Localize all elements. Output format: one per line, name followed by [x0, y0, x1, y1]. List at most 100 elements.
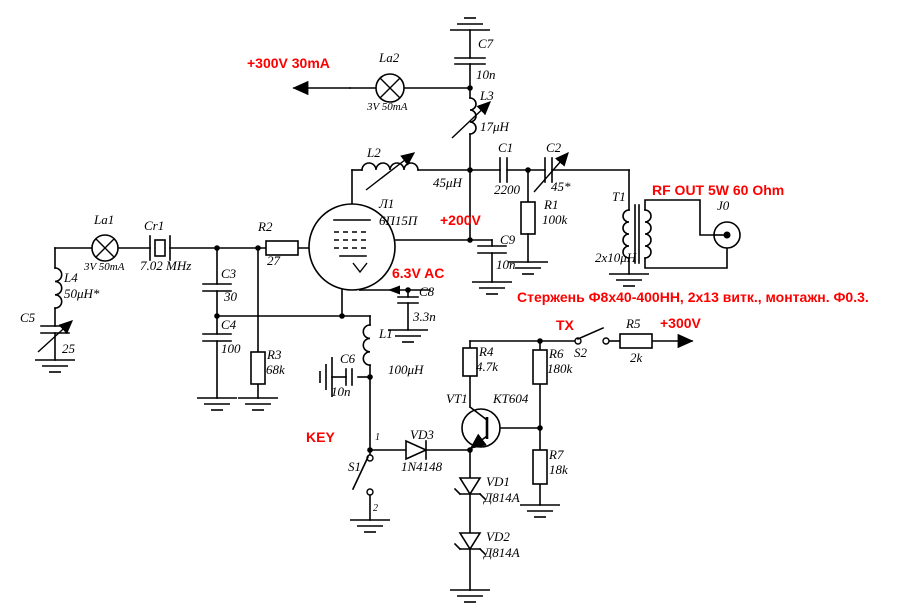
l3-ref-label: L3 [479, 88, 494, 103]
heater-arrow-icon [388, 285, 400, 295]
capacitor-c1: C1 2200 [494, 140, 521, 197]
s1-pin2-label: 2 [373, 503, 378, 514]
capacitor-c8: C8 3.3n [397, 284, 436, 324]
ground-icon [34, 359, 76, 373]
c7-value-label: 10n [476, 67, 496, 82]
capacitor-c3: C3 30 [202, 266, 238, 304]
la2-value-label: 3V 50mA [366, 101, 408, 113]
s1-ref-label: S1 [348, 459, 361, 474]
ground-icon [449, 589, 491, 603]
annotation-supply-tx: +300V [660, 315, 702, 331]
lamp-la2: La2 3V 50mA [366, 50, 408, 113]
c1-ref-label: C1 [498, 140, 513, 155]
choke-l1: L1 100μH [362, 324, 424, 377]
vt1-value-label: КТ604 [492, 391, 529, 406]
circuit-wires [54, 29, 728, 591]
c3-value-label: 30 [223, 289, 238, 304]
ground-icon [196, 397, 238, 411]
annotation-heater: 6.3V AC [392, 265, 444, 281]
ground-icon [237, 397, 279, 411]
key-switch-s1: S1 1 2 [348, 432, 380, 514]
la2-ref-label: La2 [378, 50, 400, 65]
ground-icon [387, 329, 429, 343]
zener-vd1: VD1 Д814А [453, 474, 520, 505]
transformer-t1: T1 2x10μH [595, 189, 652, 265]
annotation-rf-out: RF OUT 5W 60 Ohm [652, 182, 784, 198]
c4-ref-label: C4 [221, 317, 237, 332]
resistor-r5: R5 2k [619, 316, 653, 365]
vd1-value-label: Д814А [482, 490, 520, 505]
capacitor-c9: C9 10n [477, 232, 516, 272]
c1-value-label: 2200 [494, 182, 521, 197]
j0-ref-label: J0 [717, 198, 730, 213]
inductor-l2: L2 45μH [361, 145, 463, 191]
trimmer-c5: C5 25 [20, 310, 76, 356]
capacitor-c7: C7 10n [454, 36, 496, 82]
l4-ref-label: L4 [63, 270, 78, 285]
supply-arrow-anode: +300V 30mA [247, 55, 351, 96]
vd3-ref-label: VD3 [410, 427, 434, 442]
r4-ref-label: R4 [478, 344, 494, 359]
tx-switch-s2: S2 [574, 326, 610, 360]
transistor-vt1: VT1 КТ604 [446, 391, 529, 450]
l1-ref-label: L1 [378, 326, 393, 341]
r3-ref-label: R3 [266, 347, 282, 362]
inductor-l3: L3 17μH [451, 88, 510, 139]
diode-vd3: VD3 1N4148 [401, 427, 443, 474]
resistor-r2: R2 27 [257, 219, 299, 268]
c8-value-label: 3.3n [412, 309, 436, 324]
tube-value-label: 6П15П [379, 213, 419, 228]
r5-value-label: 2k [630, 350, 643, 365]
crystal-cr1: Cr1 7.02 MHz [140, 218, 191, 273]
resistor-r1: R1 100k [520, 169, 568, 263]
c2-ref-label: C2 [546, 140, 562, 155]
vacuum-tube-6p15p: Л1 6П15П [308, 196, 419, 291]
c6-ref-label: C6 [340, 351, 356, 366]
s1-pin1-label: 1 [375, 432, 380, 443]
vd2-ref-label: VD2 [486, 529, 510, 544]
r7-ref-label: R7 [548, 447, 564, 462]
c7-ref-label: C7 [478, 36, 494, 51]
inductor-l4: L4 50μH* [54, 267, 100, 310]
l2-value-label: 45μH [433, 175, 463, 190]
annotation-screen-voltage: +200V [440, 212, 482, 228]
annotation-core-note: Стержень Ф8х40-400НН, 2х13 витк., монтаж… [517, 289, 869, 305]
ground-icon [519, 504, 561, 518]
la1-value-label: 3V 50mA [83, 261, 125, 273]
t1-ref-label: T1 [612, 189, 626, 204]
resistor-r6: R6 180k [532, 346, 573, 385]
trimmer-c2: C2 45* [533, 140, 571, 194]
c5-value-label: 25 [62, 341, 76, 356]
c4-value-label: 100 [221, 341, 241, 356]
c5-ref-label: C5 [20, 310, 36, 325]
ground-icon [608, 273, 650, 287]
r7-value-label: 18k [549, 462, 568, 477]
ground-icon [471, 281, 513, 295]
cr1-value-label: 7.02 MHz [140, 258, 191, 273]
vd2-value-label: Д814А [482, 545, 520, 560]
cr1-ref-label: Cr1 [144, 218, 164, 233]
resistor-r3: R3 68k [250, 347, 285, 385]
c3-ref-label: C3 [221, 266, 237, 281]
tube-ref-label: Л1 [378, 196, 394, 211]
capacitor-c4: C4 100 [202, 317, 241, 356]
c6-value-label: 10n [331, 384, 351, 399]
ground-icon [449, 17, 491, 31]
r5-ref-label: R5 [625, 316, 641, 331]
c2-value-label: 45* [551, 179, 571, 194]
t1-value-label: 2x10μH [595, 250, 637, 265]
junction-dots [214, 85, 543, 453]
annotation-supply-anode: +300V 30mA [247, 55, 330, 71]
vd3-value-label: 1N4148 [401, 459, 443, 474]
l4-value-label: 50μH* [64, 286, 100, 301]
lamp-la1: La1 3V 50mA [83, 212, 125, 273]
la1-ref-label: La1 [93, 212, 114, 227]
r4-value-label: 4.7k [476, 359, 498, 374]
ground-icon [349, 519, 391, 533]
resistor-r7: R7 18k [532, 447, 568, 485]
r3-value-label: 68k [266, 362, 285, 377]
c9-ref-label: C9 [500, 232, 516, 247]
c8-ref-label: C8 [419, 284, 435, 299]
